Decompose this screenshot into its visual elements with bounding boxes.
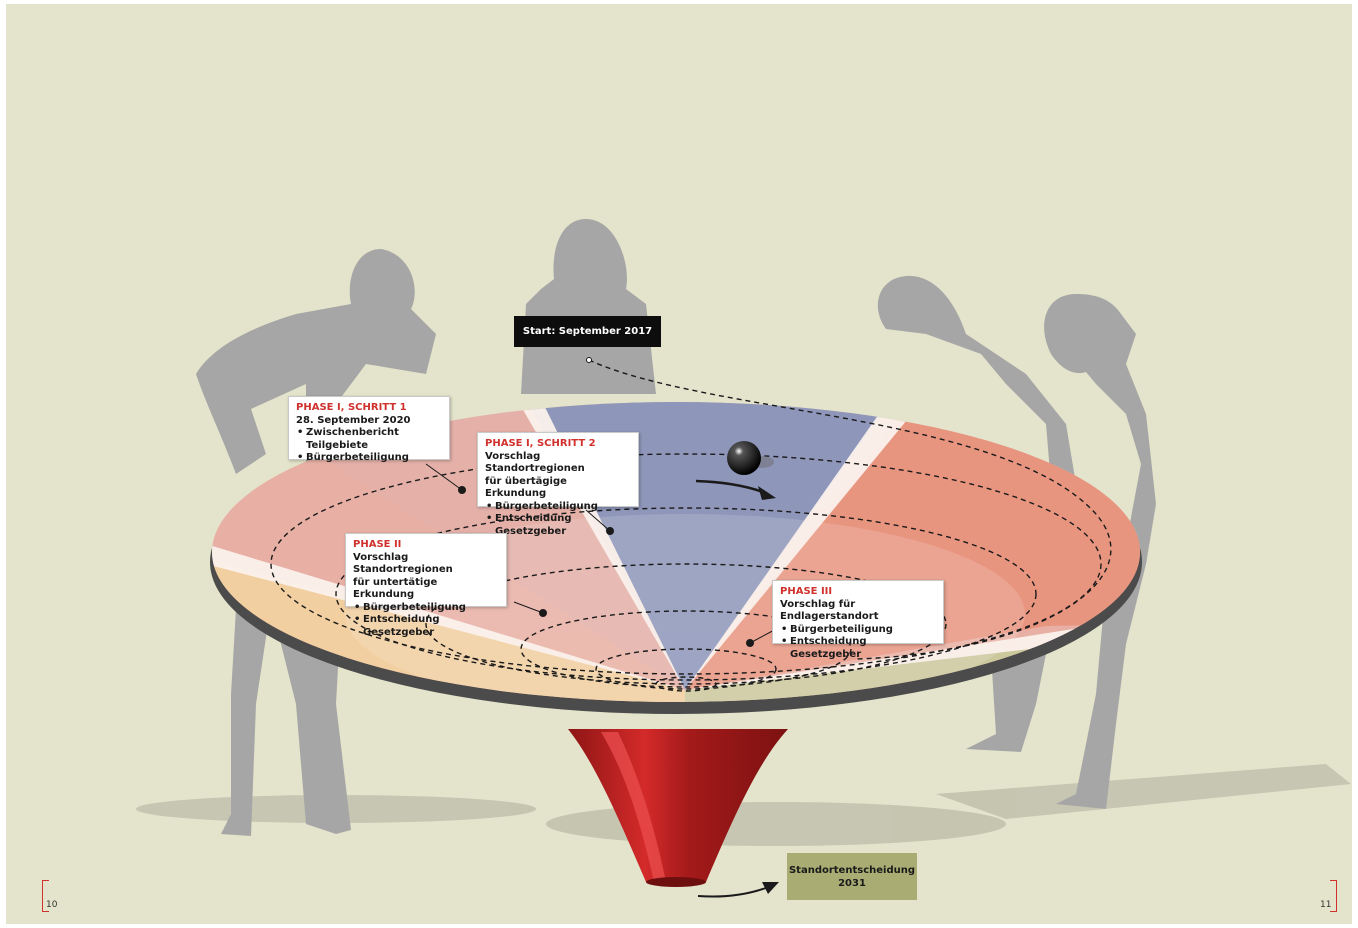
phase1-step2-title: PHASE I, SCHRITT 2 <box>485 438 596 449</box>
phase2-box: PHASE II Vorschlag Standortregionen für … <box>345 533 507 638</box>
phase1-step2-item: Entscheidung Gesetzgeber <box>485 513 631 538</box>
phase3-item: Bürgerbeteiligung <box>780 624 936 637</box>
page-number-left: 10 <box>46 900 58 910</box>
final-arrow <box>697 885 772 898</box>
phase3-box: PHASE III Vorschlag für Endlagerstandort… <box>772 580 944 660</box>
direction-arrow-head <box>758 486 776 500</box>
phase1-step2-line: für übertägige Erkundung <box>485 475 567 500</box>
phase1-step1-box: PHASE I, SCHRITT 1 28. September 2020 Zw… <box>288 396 450 464</box>
final-decision-box: Standortentscheidung 2031 <box>787 853 917 900</box>
funnel-diagram <box>136 219 1351 898</box>
phase1-step2-item: Bürgerbeteiligung <box>485 501 631 514</box>
phase1-step1-title: PHASE I, SCHRITT 1 <box>296 402 407 413</box>
funnel <box>568 729 788 887</box>
phase1-step1-date: 28. September 2020 <box>296 414 411 426</box>
final-decision-label: Standortentscheidung <box>788 864 916 876</box>
phase3-item: Entscheidung Gesetzgeber <box>780 636 936 661</box>
phase2-item: Entscheidung Gesetzgeber <box>353 614 499 639</box>
phase1-step1-item: Zwischenbericht Teilgebiete <box>296 427 442 452</box>
phase2-item: Bürgerbeteiligung <box>353 602 499 615</box>
phase1-step1-item: Bürgerbeteiligung <box>296 452 442 465</box>
phase2-line: Vorschlag Standortregionen <box>353 551 453 576</box>
phase2-title: PHASE II <box>353 539 402 550</box>
spiral-path <box>270 359 1112 692</box>
page-bracket-right <box>1330 880 1337 912</box>
start-label-text: Start: September 2017 <box>522 326 653 337</box>
phase1-step2-box: PHASE I, SCHRITT 2 Vorschlag Standortreg… <box>477 432 639 537</box>
start-label: Start: September 2017 <box>514 316 661 347</box>
phase3-line: Vorschlag für Endlagerstandort <box>780 598 879 623</box>
page: Start: September 2017 PHASE I, SCHRITT 1… <box>6 4 1352 924</box>
final-decision-year: 2031 <box>838 877 866 889</box>
phase2-line: für untertätige Erkundung <box>353 576 438 601</box>
person-middle-silhouette <box>521 219 656 394</box>
final-arrow-head <box>762 882 779 894</box>
phase3-title: PHASE III <box>780 586 833 597</box>
rolling-ball <box>727 441 774 475</box>
phase1-step2-line: Vorschlag Standortregionen <box>485 450 585 475</box>
page-number-right: 11 <box>1320 900 1332 910</box>
start-point <box>586 357 592 363</box>
page-bracket-left <box>42 880 49 912</box>
